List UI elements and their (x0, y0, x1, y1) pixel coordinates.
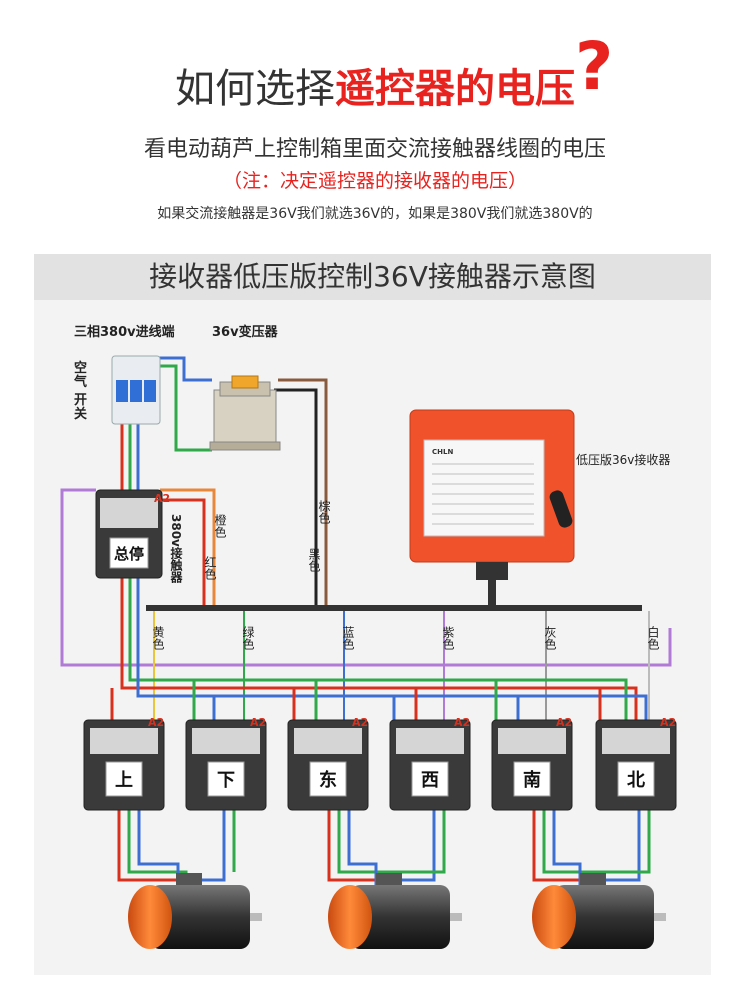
label-breaker: 空 气 开 关 (74, 360, 87, 422)
motor-3 (532, 873, 666, 949)
circuit-breaker (111, 355, 161, 425)
page-title: 如何选择遥控器的电压 (0, 62, 750, 116)
label-input: 三相380v进线端 (74, 324, 175, 340)
svg-text:紫色: 紫色 (441, 626, 455, 650)
svg-text:红色: 红色 (203, 555, 217, 580)
svg-text:黑色: 黑色 (307, 548, 321, 572)
svg-text:棕色: 棕色 (317, 499, 331, 524)
section-banner: 接收器低压版控制36V接触器示意图 (34, 254, 711, 300)
purple-wire-loop (60, 488, 672, 667)
svg-text:橙色: 橙色 (213, 513, 227, 538)
svg-text:南: 南 (523, 769, 541, 791)
label-receiver: 低压版36v接收器 (576, 452, 670, 467)
receiver-brand: CHLN (432, 448, 453, 456)
svg-text:开: 开 (74, 393, 87, 408)
question-mark-icon: ? (575, 28, 614, 105)
svg-text:北: 北 (627, 770, 645, 791)
contactor-up: 上 A2 (83, 716, 165, 811)
main-contactor: 总停 A2 (95, 489, 170, 579)
svg-text:关: 关 (74, 406, 87, 422)
svg-text:气: 气 (74, 374, 87, 390)
svg-text:灰色: 灰色 (543, 626, 557, 650)
contactor-south: 南 A2 (491, 716, 573, 811)
bus-bar (146, 605, 642, 611)
motor-1 (128, 873, 262, 949)
svg-text:黄色: 黄色 (151, 626, 165, 650)
contactor-down: 下 A2 (185, 716, 267, 811)
svg-text:空: 空 (74, 360, 87, 376)
contactor-east: 东 A2 (287, 716, 369, 811)
upper-wire-labels: 橙色 红色 黑色 棕色 (203, 499, 331, 580)
title-highlight: 遥控器的电压 (335, 66, 575, 112)
antenna-icon (549, 490, 573, 528)
svg-text:A2: A2 (660, 716, 676, 729)
svg-text:A2: A2 (352, 716, 368, 729)
svg-text:A2: A2 (556, 716, 572, 729)
svg-text:白色: 白色 (646, 625, 660, 650)
transformer-36v (209, 375, 281, 451)
svg-text:A2: A2 (148, 716, 164, 729)
wiring-diagram: 三相380v进线端 36v变压器 空 气 开 关 CHLN (34, 300, 711, 975)
svg-text:下: 下 (217, 770, 235, 791)
explanation: 如果交流接触器是36V我们就选36V的，如果是380V我们就选380V的 (157, 206, 593, 222)
svg-text:A2: A2 (454, 716, 470, 729)
receiver-36v: CHLN (409, 409, 575, 580)
svg-text:绿色: 绿色 (241, 625, 255, 650)
contactor-row: 上 A2 下 A2 东 A2 西 A2 南 (83, 716, 677, 811)
label-380v-contactor: 380v接触器 (169, 514, 183, 583)
svg-text:西: 西 (421, 770, 439, 791)
svg-text:蓝色: 蓝色 (341, 626, 355, 650)
bus-wire-labels: 黄色 绿色 蓝色 紫色 灰色 白色 (151, 625, 660, 650)
wiring-diagram-svg: 三相380v进线端 36v变压器 空 气 开 关 CHLN (60, 324, 677, 949)
label-transformer: 36v变压器 (212, 324, 279, 340)
svg-text:A2: A2 (154, 492, 170, 505)
note-red: （注：决定遥控器的接收器的电压） (222, 170, 527, 192)
motor-2 (328, 873, 462, 949)
title-plain: 如何选择 (175, 66, 335, 112)
contactor-west: 西 A2 (389, 716, 471, 811)
contactor-north: 北 A2 (595, 716, 677, 811)
svg-text:A2: A2 (250, 716, 266, 729)
svg-text:上: 上 (115, 770, 133, 791)
subtitle: 看电动葫芦上控制箱里面交流接触器线圈的电压 (143, 137, 606, 162)
main-contactor-face: 总停 (114, 545, 144, 563)
svg-text:东: 东 (319, 769, 337, 791)
